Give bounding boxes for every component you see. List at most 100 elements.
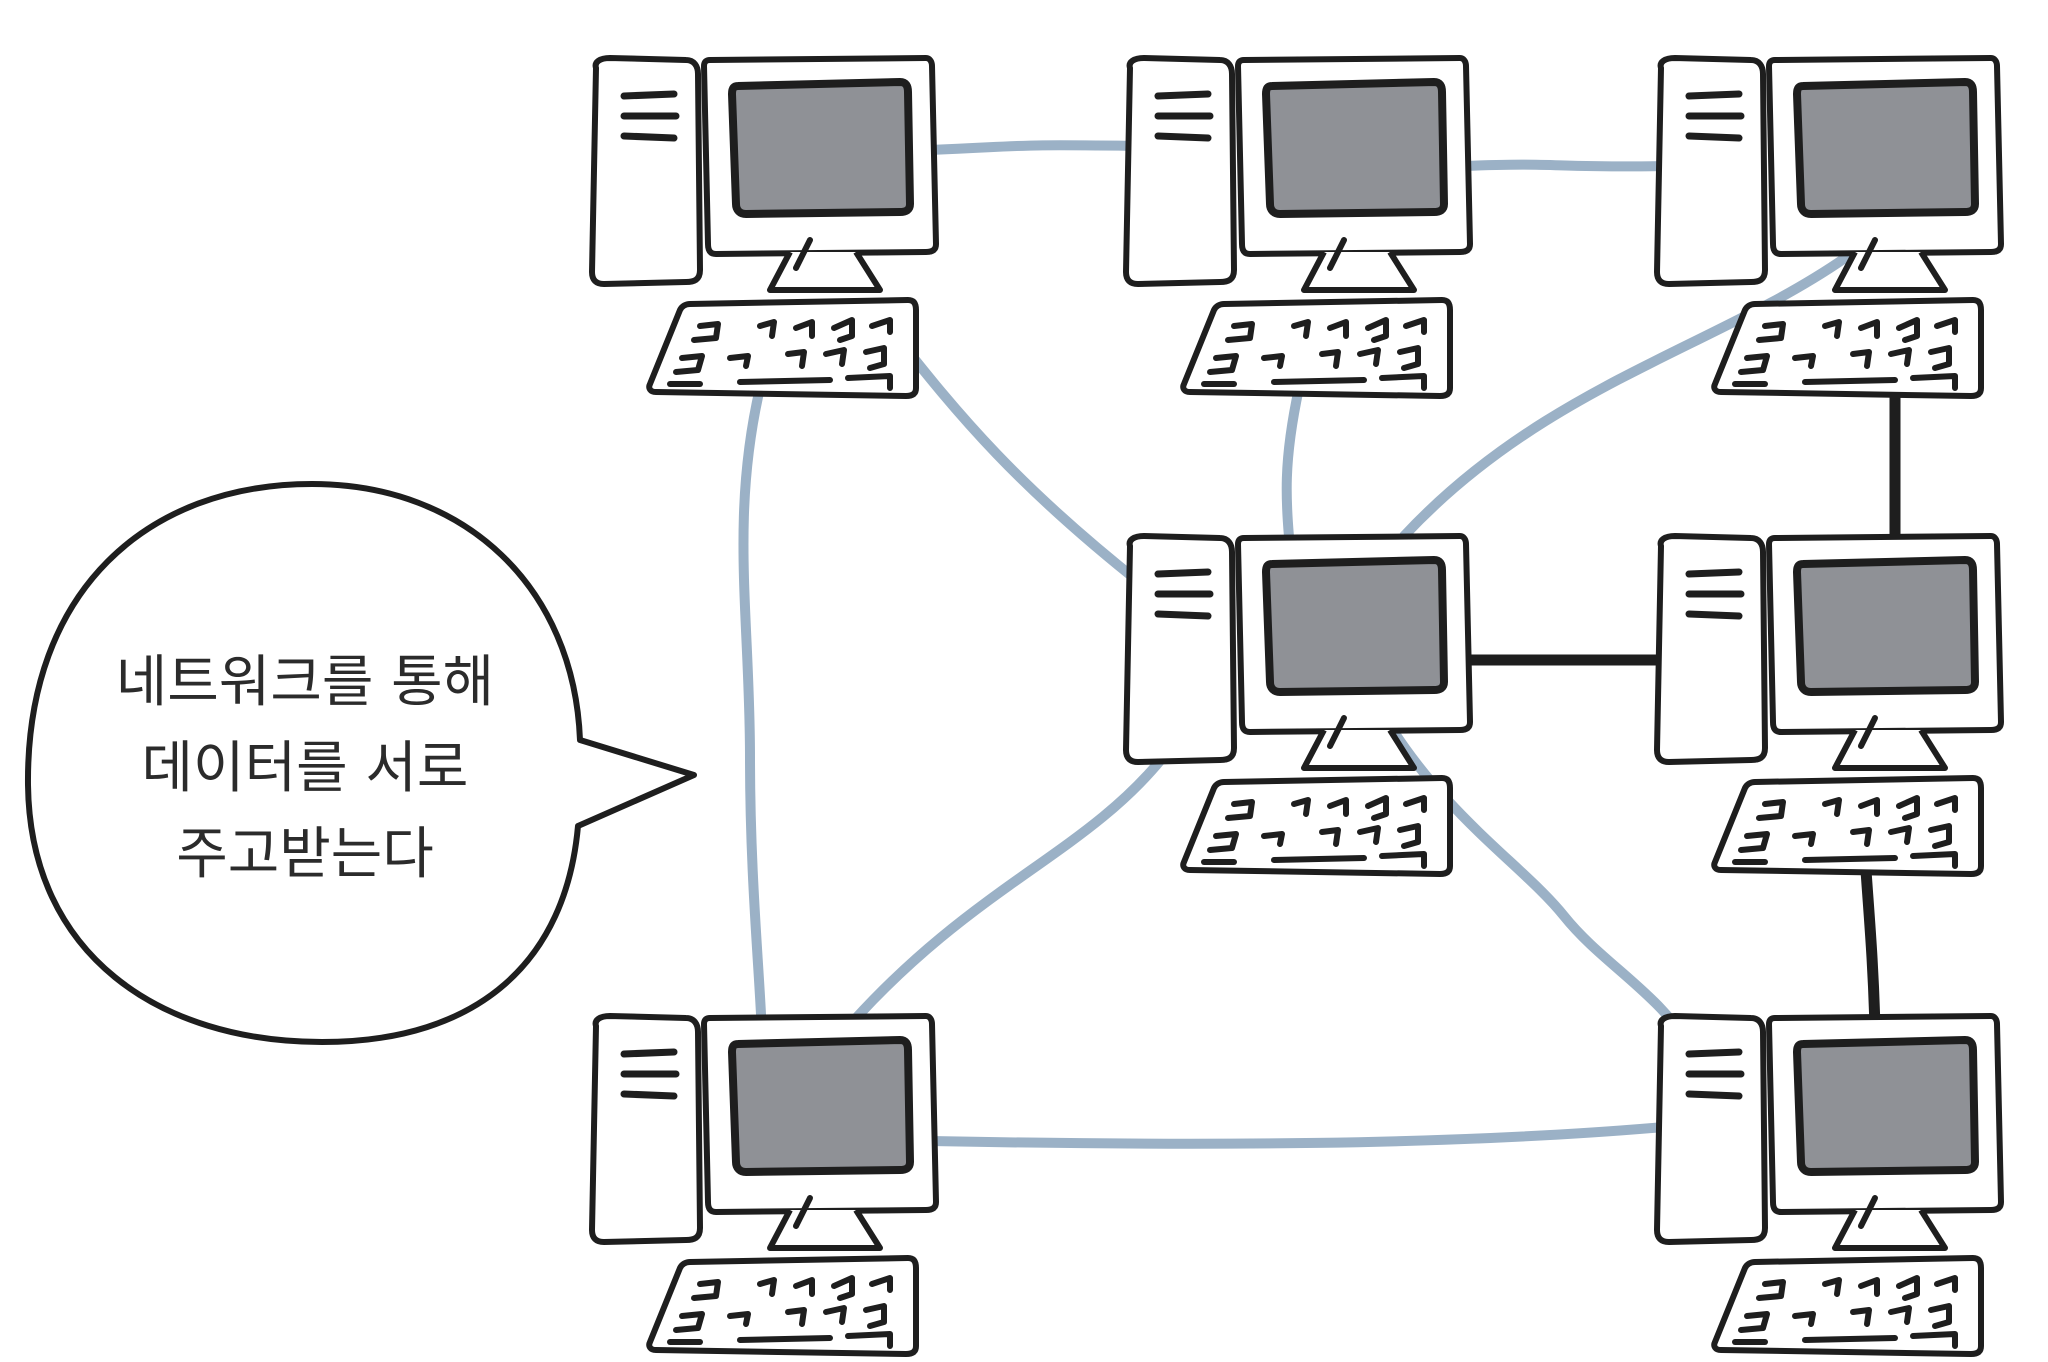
keyboard-key [1271, 855, 1367, 863]
keyboard-key [1934, 795, 1958, 813]
keyboard-key [1822, 797, 1842, 817]
keyboard-key [1928, 1303, 1952, 1329]
stand-neck [793, 237, 813, 271]
stand-neck [793, 1195, 813, 1229]
keyboard-key [1802, 855, 1898, 863]
keyboard-key [785, 1307, 807, 1327]
speech-bubble-line: 네트워크를 통해 [115, 650, 495, 715]
keyboard-key [1379, 373, 1427, 391]
keyboard-key [823, 1305, 847, 1325]
keyboard-key [727, 353, 751, 369]
keyboard-key [1792, 831, 1816, 847]
network-link-light [738, 383, 767, 1041]
computer-middle-right [1654, 533, 2004, 877]
keyboard-key [1910, 851, 1958, 869]
tower-slot [1685, 90, 1743, 100]
tower-slot [620, 90, 678, 100]
keyboard-key [1934, 1275, 1958, 1293]
keyboard-key [1291, 797, 1311, 817]
keyboard-key [1858, 797, 1880, 817]
keyboard-key [1822, 319, 1842, 339]
computer-center [1123, 533, 1473, 877]
keyboard-key [1928, 345, 1952, 371]
keyboard-key [1403, 317, 1427, 335]
keyboard-key [1397, 823, 1421, 849]
screen-icon [728, 78, 914, 218]
keyboard-key [1910, 373, 1958, 391]
keyboard-key [757, 319, 777, 339]
keyboard-key [1802, 377, 1898, 385]
speech-bubble-line: 주고받는다 [176, 822, 434, 887]
computer-top-middle [1123, 55, 1473, 399]
keyboard-key [1738, 1311, 1770, 1333]
keyboard-key [823, 347, 847, 367]
keyboard-key [691, 1279, 721, 1301]
monitor-stand [1301, 250, 1417, 293]
keyboard-key [737, 377, 833, 385]
computers-layer [589, 55, 2004, 1357]
speech-bubble-text: 네트워크를 통해 데이터를 서로 주고받는다 [70, 640, 540, 898]
tower-slot [1154, 610, 1212, 620]
keyboard-key [845, 1331, 893, 1349]
network-link-light [835, 751, 1169, 1041]
stand-neck [1858, 715, 1878, 749]
monitor-stand [767, 250, 883, 293]
network-link-light [925, 140, 1149, 155]
keyboard-key [1225, 799, 1255, 821]
stand-neck [1858, 1195, 1878, 1229]
keyboard-key [1850, 1307, 1872, 1327]
keyboard-key [1357, 347, 1381, 367]
tower-slot [1685, 1090, 1743, 1100]
keyboard-key [1327, 319, 1349, 339]
keyboard-key [831, 317, 855, 343]
keyboard-key [1379, 851, 1427, 869]
keyboard-key [1756, 321, 1786, 343]
keyboard-key [1910, 1331, 1958, 1349]
stand-neck [1858, 237, 1878, 271]
keyboard-key [1756, 1279, 1786, 1301]
tower-slot [620, 1090, 678, 1100]
keyboard-key [1225, 321, 1255, 343]
keyboard-key [673, 353, 705, 375]
keyboard-key [1850, 349, 1872, 369]
keyboard-key [1896, 795, 1920, 821]
keyboard-key [869, 317, 893, 335]
keyboard-key [1357, 825, 1381, 845]
keyboard-key [1397, 345, 1421, 371]
keyboard-key [757, 1277, 777, 1297]
network-link-light [1399, 253, 1850, 541]
tower-slot [1685, 1048, 1743, 1058]
tower-slot [1154, 568, 1212, 578]
keyboard-key [1792, 1311, 1816, 1327]
keyboard-key [1261, 831, 1285, 847]
keyboard-key [1207, 831, 1239, 853]
monitor-stand [767, 1208, 883, 1251]
keyboard-key [1403, 795, 1427, 813]
keyboard-key [1896, 1275, 1920, 1301]
keyboard-key [793, 319, 815, 339]
tower-slot [620, 132, 678, 142]
tower-slot [1685, 568, 1743, 578]
network-link-light [925, 1121, 1680, 1149]
keyboard-key [1858, 319, 1880, 339]
keyboard-key [845, 373, 893, 391]
keyboard-key [737, 1335, 833, 1343]
keyboard-key [1327, 797, 1349, 817]
tower-slot [1685, 610, 1743, 620]
keyboard-key [727, 1311, 751, 1327]
keyboard-key [673, 1311, 705, 1333]
computer-bottom-right [1654, 1013, 2004, 1357]
keyboard-key [1850, 827, 1872, 847]
keyboard-key [785, 349, 807, 369]
keyboard-key [831, 1275, 855, 1301]
keyboard-key [1822, 1277, 1842, 1297]
keyboard-key [1858, 1277, 1880, 1297]
screen-icon [728, 1036, 914, 1176]
monitor-stand [1832, 250, 1948, 293]
keyboard-key [1934, 317, 1958, 335]
keyboard-key [691, 321, 721, 343]
keyboard-key [1738, 353, 1770, 375]
screen-icon [1793, 1036, 1979, 1176]
monitor-stand [1832, 728, 1948, 771]
